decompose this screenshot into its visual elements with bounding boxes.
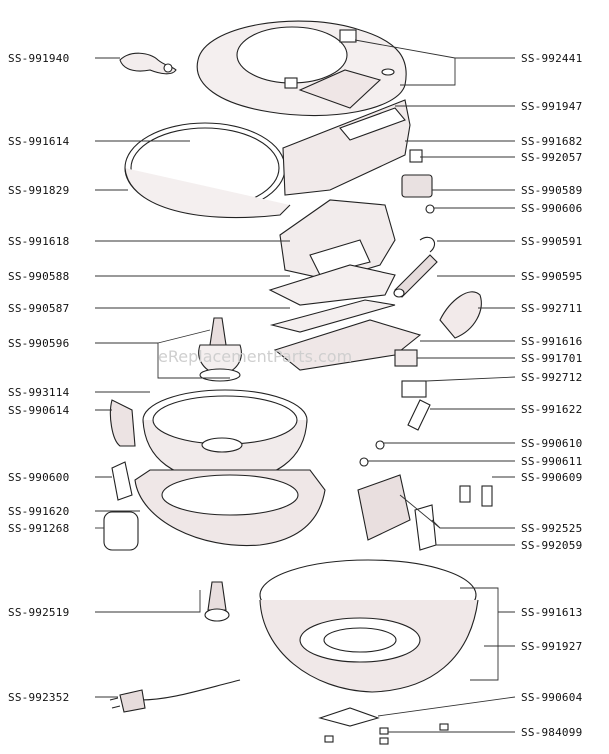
right-part-label: SS-992059: [521, 539, 583, 552]
right-part-label: SS-991622: [521, 403, 583, 416]
right-part-label: SS-990606: [521, 202, 583, 215]
upper-right-small-parts: [381, 68, 435, 214]
right-part-label: SS-992712: [521, 371, 583, 384]
right-part-label: SS-990610: [521, 437, 583, 450]
spoon-part: [119, 52, 177, 75]
cover-part: [439, 291, 482, 339]
leader-lines: [95, 39, 516, 733]
right-part-label: SS-992441: [521, 52, 583, 65]
foot-part: [204, 581, 230, 622]
left-part-label: SS-991620: [8, 505, 70, 518]
right-part-label: SS-991682: [521, 135, 583, 148]
left-part-label: SS-991940: [8, 52, 70, 65]
right-part-label: SS-990609: [521, 471, 583, 484]
shaft-part: [393, 236, 438, 298]
handle-part: [109, 399, 136, 447]
right-part-label: SS-992057: [521, 151, 583, 164]
left-part-label: SS-991614: [8, 135, 70, 148]
bowl-part: [142, 389, 308, 483]
left-part-label: SS-990614: [8, 404, 70, 417]
left-part-label: SS-990588: [8, 270, 70, 283]
right-part-label: SS-991701: [521, 352, 583, 365]
ring-part: [124, 122, 291, 219]
motor-assembly-part: [268, 199, 396, 306]
bottom-small-parts: [318, 707, 449, 745]
right-part-label: SS-991613: [521, 606, 583, 619]
inner-lid-part: [282, 99, 411, 196]
left-part-label: SS-990587: [8, 302, 70, 315]
middle-right-small-parts: [359, 349, 431, 467]
right-part-label: SS-990595: [521, 270, 583, 283]
left-part-label: SS-991618: [8, 235, 70, 248]
right-part-label: SS-990604: [521, 691, 583, 704]
base-part: [259, 559, 479, 693]
right-part-label: SS-991616: [521, 335, 583, 348]
power-cord-part: [109, 679, 241, 713]
right-part-label: SS-990589: [521, 184, 583, 197]
right-part-label: SS-990611: [521, 455, 583, 468]
left-part-label: SS-990600: [8, 471, 70, 484]
lid-part: [196, 20, 407, 117]
left-part-label: SS-990596: [8, 337, 70, 350]
right-part-label: SS-992525: [521, 522, 583, 535]
watermark: eReplacementParts.com: [158, 347, 352, 366]
housing-part: [111, 461, 326, 547]
left-part-label: SS-992519: [8, 606, 70, 619]
right-part-label: SS-984099: [521, 726, 583, 739]
right-part-label: SS-992711: [521, 302, 583, 315]
gasket-part: [103, 511, 139, 551]
left-part-label: SS-993114: [8, 386, 70, 399]
left-part-label: SS-991268: [8, 522, 70, 535]
right-part-label: SS-990591: [521, 235, 583, 248]
right-part-label: SS-991947: [521, 100, 583, 113]
left-part-label: SS-991829: [8, 184, 70, 197]
right-part-label: SS-991927: [521, 640, 583, 653]
electronics-part: [357, 474, 493, 551]
left-part-label: SS-992352: [8, 691, 70, 704]
plate-part: [269, 299, 422, 371]
